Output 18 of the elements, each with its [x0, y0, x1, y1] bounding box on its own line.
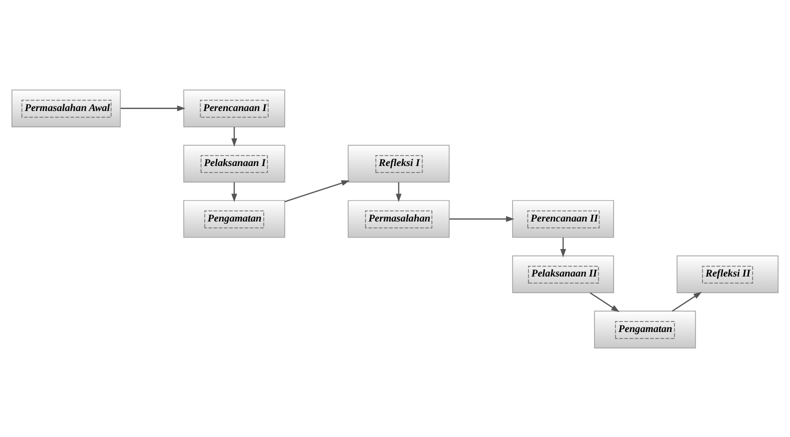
- node-box: Pelaksanaan I: [183, 144, 286, 182]
- node-box: Pengamatan: [594, 310, 696, 348]
- node-box: Permasalahan Awal: [12, 89, 121, 127]
- node-box: Pengamatan: [183, 200, 286, 238]
- arrow: [120, 104, 186, 111]
- node-box: Perencanaan I: [183, 89, 286, 127]
- arrow: [284, 180, 350, 202]
- arrow: [396, 182, 402, 202]
- node-box: Pelaksanaan II: [512, 255, 614, 293]
- arrow: [590, 292, 620, 312]
- arrow: [231, 126, 238, 146]
- arrow: [449, 216, 514, 222]
- arrow: [560, 237, 566, 257]
- node-box: Permasalahan: [348, 200, 450, 238]
- node-box: Refleksi II: [676, 255, 778, 293]
- node-box: Perencanaan II: [512, 200, 614, 238]
- arrow: [231, 182, 238, 202]
- node-box: Refleksi I: [348, 144, 450, 182]
